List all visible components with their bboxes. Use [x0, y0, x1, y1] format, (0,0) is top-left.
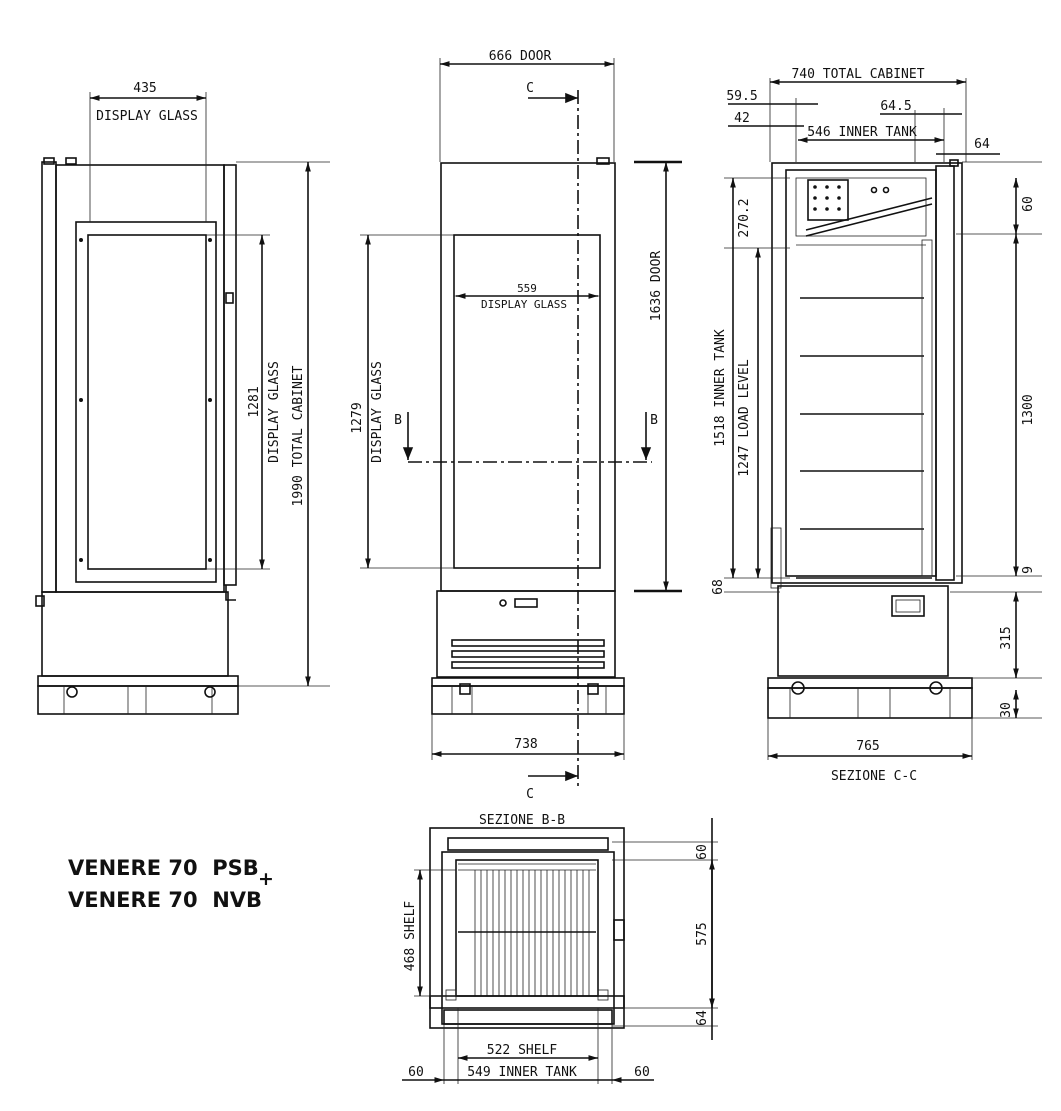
front-glass-height-label: DISPLAY GLASS — [370, 361, 385, 463]
front-glass-width: 559 — [517, 282, 537, 295]
cc-d1300: 1300 — [1021, 394, 1036, 425]
bb-d64: 64 — [695, 1010, 710, 1026]
front-glass-height: 1279 — [350, 402, 365, 433]
front-glass-width-label: DISPLAY GLASS — [481, 298, 567, 311]
bb-inner-tank: 549 INNER TANK — [467, 1065, 577, 1080]
front-door-height: 1636 DOOR — [649, 251, 664, 322]
model-names: VENERE 70 PSB VENERE 70 NVB — [68, 852, 262, 916]
side-glass-height-label: DISPLAY GLASS — [267, 361, 282, 463]
cc-d68: 68 — [711, 579, 726, 595]
side-glass-width: 435 — [133, 81, 156, 96]
model-line-2: VENERE 70 NVB — [68, 888, 263, 912]
cc-d64-5: 64.5 — [880, 99, 911, 114]
bb-shelf-depth: 468 SHELF — [403, 901, 418, 972]
front-base-width: 738 — [514, 737, 537, 752]
cc-load-level: 1247 LOAD LEVEL — [737, 359, 752, 477]
bb-title: SEZIONE B-B — [479, 813, 565, 828]
cc-d30: 30 — [999, 702, 1014, 718]
cc-d270: 270.2 — [737, 198, 752, 237]
bb-right-60: 60 — [634, 1065, 650, 1080]
section-c-bottom: C — [526, 787, 534, 802]
front-door-width: 666 DOOR — [489, 49, 552, 64]
front-view: 666 DOOR C 559 DISPLAY GLASS 1279 DISPLA… — [350, 49, 682, 802]
side-view: 435 DISPLAY GLASS 1281 DISPLAY GLASS 199… — [35, 81, 330, 715]
section-c-top: C — [526, 81, 534, 96]
side-total-height: 1990 TOTAL CABINET — [291, 365, 306, 506]
cc-total-width: 740 TOTAL CABINET — [791, 67, 924, 82]
cc-d60: 60 — [1021, 196, 1036, 212]
plus-sign: + — [258, 868, 274, 890]
cc-title: SEZIONE C-C — [831, 769, 917, 784]
cc-d42: 42 — [734, 111, 750, 126]
bb-left-60: 60 — [408, 1065, 424, 1080]
side-glass-height: 1281 — [247, 386, 262, 417]
cc-d59: 59.5 — [726, 89, 757, 104]
cc-d64: 64 — [974, 137, 990, 152]
section-cc-view: 740 TOTAL CABINET 59.5 42 64.5 546 INNER… — [711, 67, 1042, 784]
bb-d60: 60 — [695, 844, 710, 860]
section-b-left: B — [394, 413, 402, 428]
side-glass-width-label: DISPLAY GLASS — [96, 109, 198, 124]
cc-d9: 9 — [1021, 566, 1036, 574]
shelf-grid — [458, 870, 596, 996]
section-b-right: B — [650, 413, 658, 428]
cc-base-width: 765 — [856, 739, 879, 754]
section-bb-view: SEZIONE B-B — [402, 813, 718, 1084]
bb-d575: 575 — [695, 922, 710, 945]
cc-d315: 315 — [999, 626, 1014, 649]
cc-inner-tank-width: 546 INNER TANK — [807, 125, 917, 140]
cc-inner-tank-height: 1518 INNER TANK — [713, 329, 728, 447]
model-line-1: VENERE 70 PSB — [68, 856, 259, 880]
bb-shelf-width: 522 SHELF — [487, 1043, 558, 1058]
